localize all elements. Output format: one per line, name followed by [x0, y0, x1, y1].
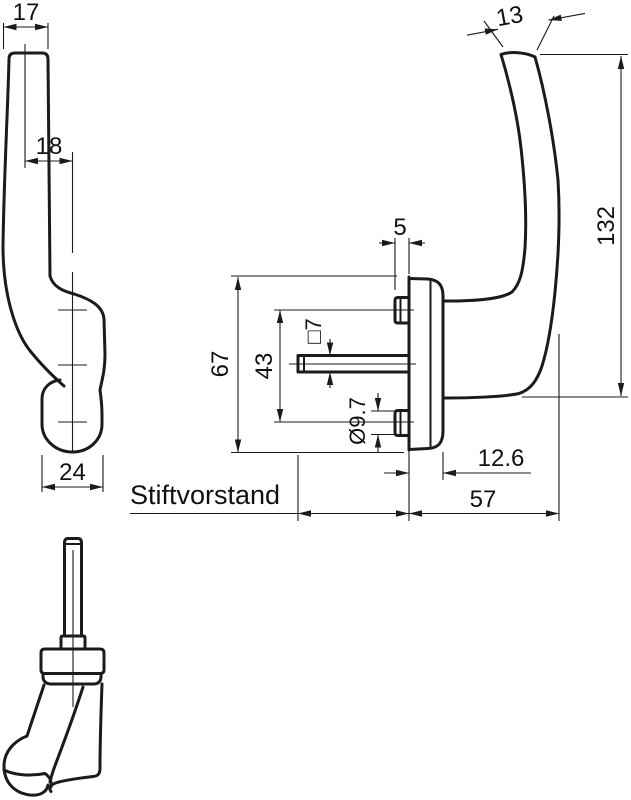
lever-top-edge: [499, 51, 537, 59]
dim-plate-height: 67: [207, 275, 404, 454]
lever-inner-edge: [441, 53, 528, 303]
neck-hook-outline-path: [1, 244, 66, 388]
dim-stiftvorstand-and-depth: Stiftvorstand 57: [130, 334, 560, 521]
dim-grip-width: 17: [2, 0, 49, 49]
dim-plate-thickness-label: 12.6: [478, 445, 525, 472]
dim-rosette-width-label: 24: [59, 459, 86, 486]
dim-rosette-width: 24: [41, 455, 104, 492]
dim-spindle-square: □7: [301, 318, 334, 388]
dim-screw-boss-diameter: Ø9.7: [345, 393, 394, 452]
dim-screw-boss-protrusion-label: 5: [393, 214, 406, 241]
stiftvorstand-label: Stiftvorstand: [130, 480, 280, 510]
dim-screw-boss-diameter-label: Ø9.7: [345, 397, 370, 445]
dim-handle-tip-width: 13: [466, 1, 586, 51]
dim-screw-spacing-label: 43: [251, 353, 278, 380]
dim-handle-length: 132: [522, 53, 628, 398]
dim-grip-offset-label: 18: [36, 133, 63, 160]
screw-boss-bottom: [393, 409, 411, 437]
dim-screw-spacing: 43: [251, 309, 414, 423]
dim-grip-offset: 18: [25, 133, 73, 165]
dim-handle-tip-width-label: 13: [494, 1, 525, 32]
grip-end-cap: [2, 734, 50, 797]
bottom-view-handle: [2, 537, 106, 797]
dimensions: 17 18 24 13: [2, 0, 628, 521]
dim-plate-thickness: 12.6: [384, 445, 531, 480]
dim-spindle-square-label: □7: [301, 318, 326, 344]
dim-grip-width-label: 17: [13, 0, 40, 26]
lever-outer-edge: [441, 55, 561, 400]
dim-handle-length-label: 132: [593, 206, 620, 246]
rosette-outline-path: [40, 274, 107, 454]
body-left-edge: [25, 683, 46, 738]
dim-handle-depth-label: 57: [470, 486, 497, 513]
plate-outline-path: [407, 277, 445, 451]
dim-plate-height-label: 67: [207, 351, 234, 378]
spindle-pin-outline: [63, 537, 83, 638]
grip-outline-path: [1, 51, 52, 278]
hub-neck-band: [41, 672, 103, 686]
body-crease-line: [48, 685, 85, 784]
side-view-handle: [289, 51, 561, 452]
dim-screw-boss-protrusion: 5: [379, 214, 425, 290]
front-view-handle: [1, 44, 107, 454]
body-right-edge: [48, 682, 104, 793]
